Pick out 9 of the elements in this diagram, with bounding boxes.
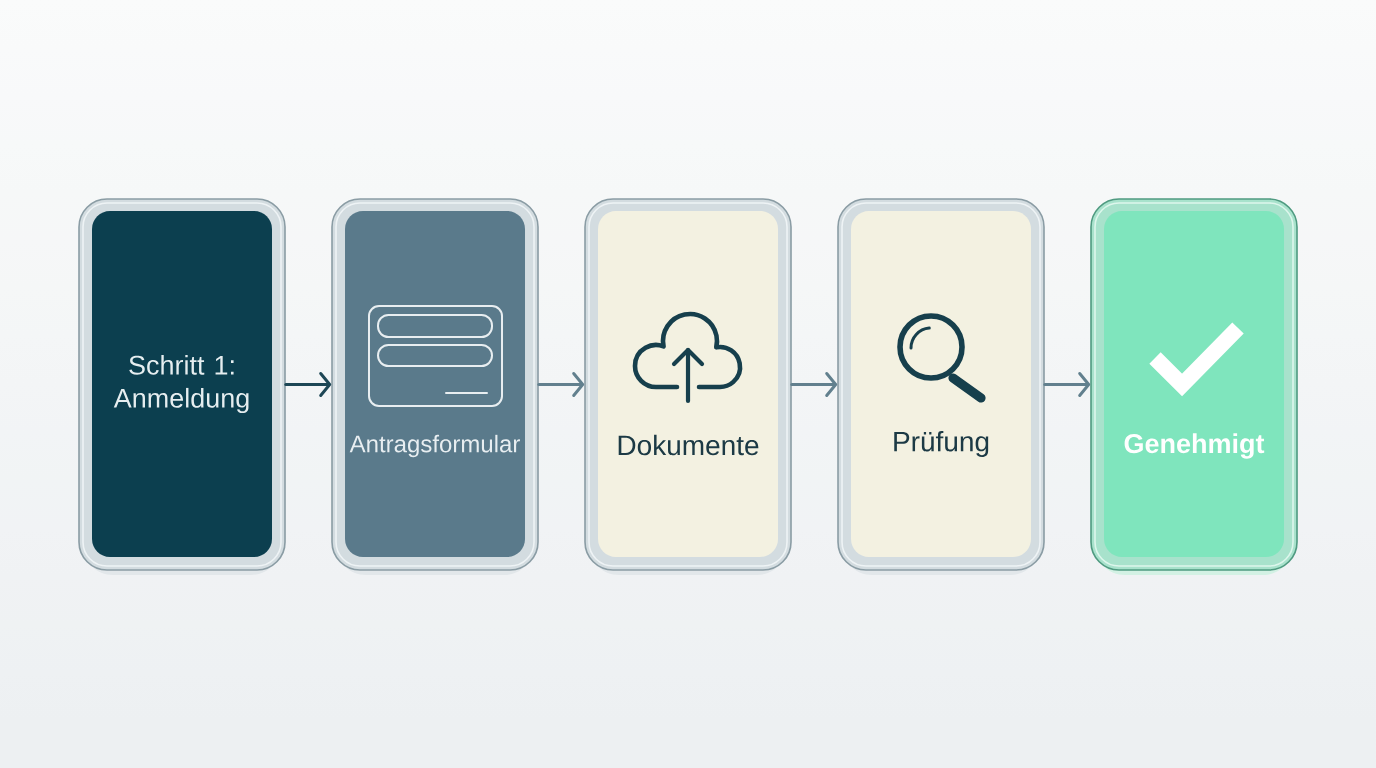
arrow [284, 372, 332, 397]
arrow [790, 372, 838, 397]
arrow [537, 372, 585, 397]
step-card: Dokumente [584, 198, 792, 575]
step-card: Antragsformular [331, 198, 539, 575]
step-card: Schritt 1: Anmeldung [78, 198, 286, 575]
step-card: Prüfung [837, 198, 1045, 575]
step-card: Genehmigt [1090, 198, 1298, 575]
arrow [1043, 372, 1091, 397]
